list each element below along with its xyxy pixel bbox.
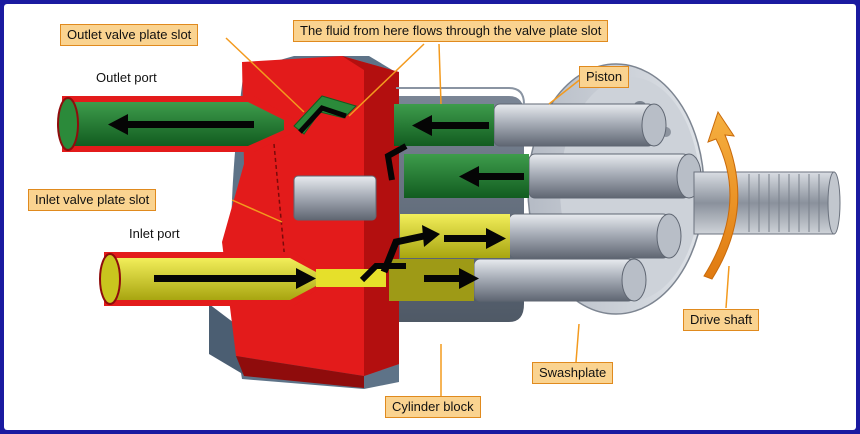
label-cylinder-block: Cylinder block xyxy=(385,396,481,418)
label-outlet-valve-plate-slot: Outlet valve plate slot xyxy=(60,24,199,46)
pump-diagram xyxy=(57,37,841,396)
label-inlet-port: Inlet port xyxy=(129,226,180,241)
label-swashplate: Swashplate xyxy=(532,362,614,384)
flow-arrow-icon xyxy=(108,105,524,289)
center-shaft xyxy=(293,175,377,221)
label-outlet-port: Outlet port xyxy=(96,70,157,85)
drive-shaft xyxy=(693,171,841,235)
leader-lines xyxy=(225,37,730,396)
diagram-frame: Outlet valve plate slot The fluid from h… xyxy=(4,4,856,430)
label-inlet-valve-plate-slot: Inlet valve plate slot xyxy=(28,189,157,211)
piston-group xyxy=(473,103,702,302)
label-fluid-flow-note: The fluid from here flows through the va… xyxy=(293,20,609,42)
label-piston: Piston xyxy=(579,66,630,88)
rotation-arrow-icon xyxy=(703,110,739,280)
label-drive-shaft: Drive shaft xyxy=(683,309,760,331)
